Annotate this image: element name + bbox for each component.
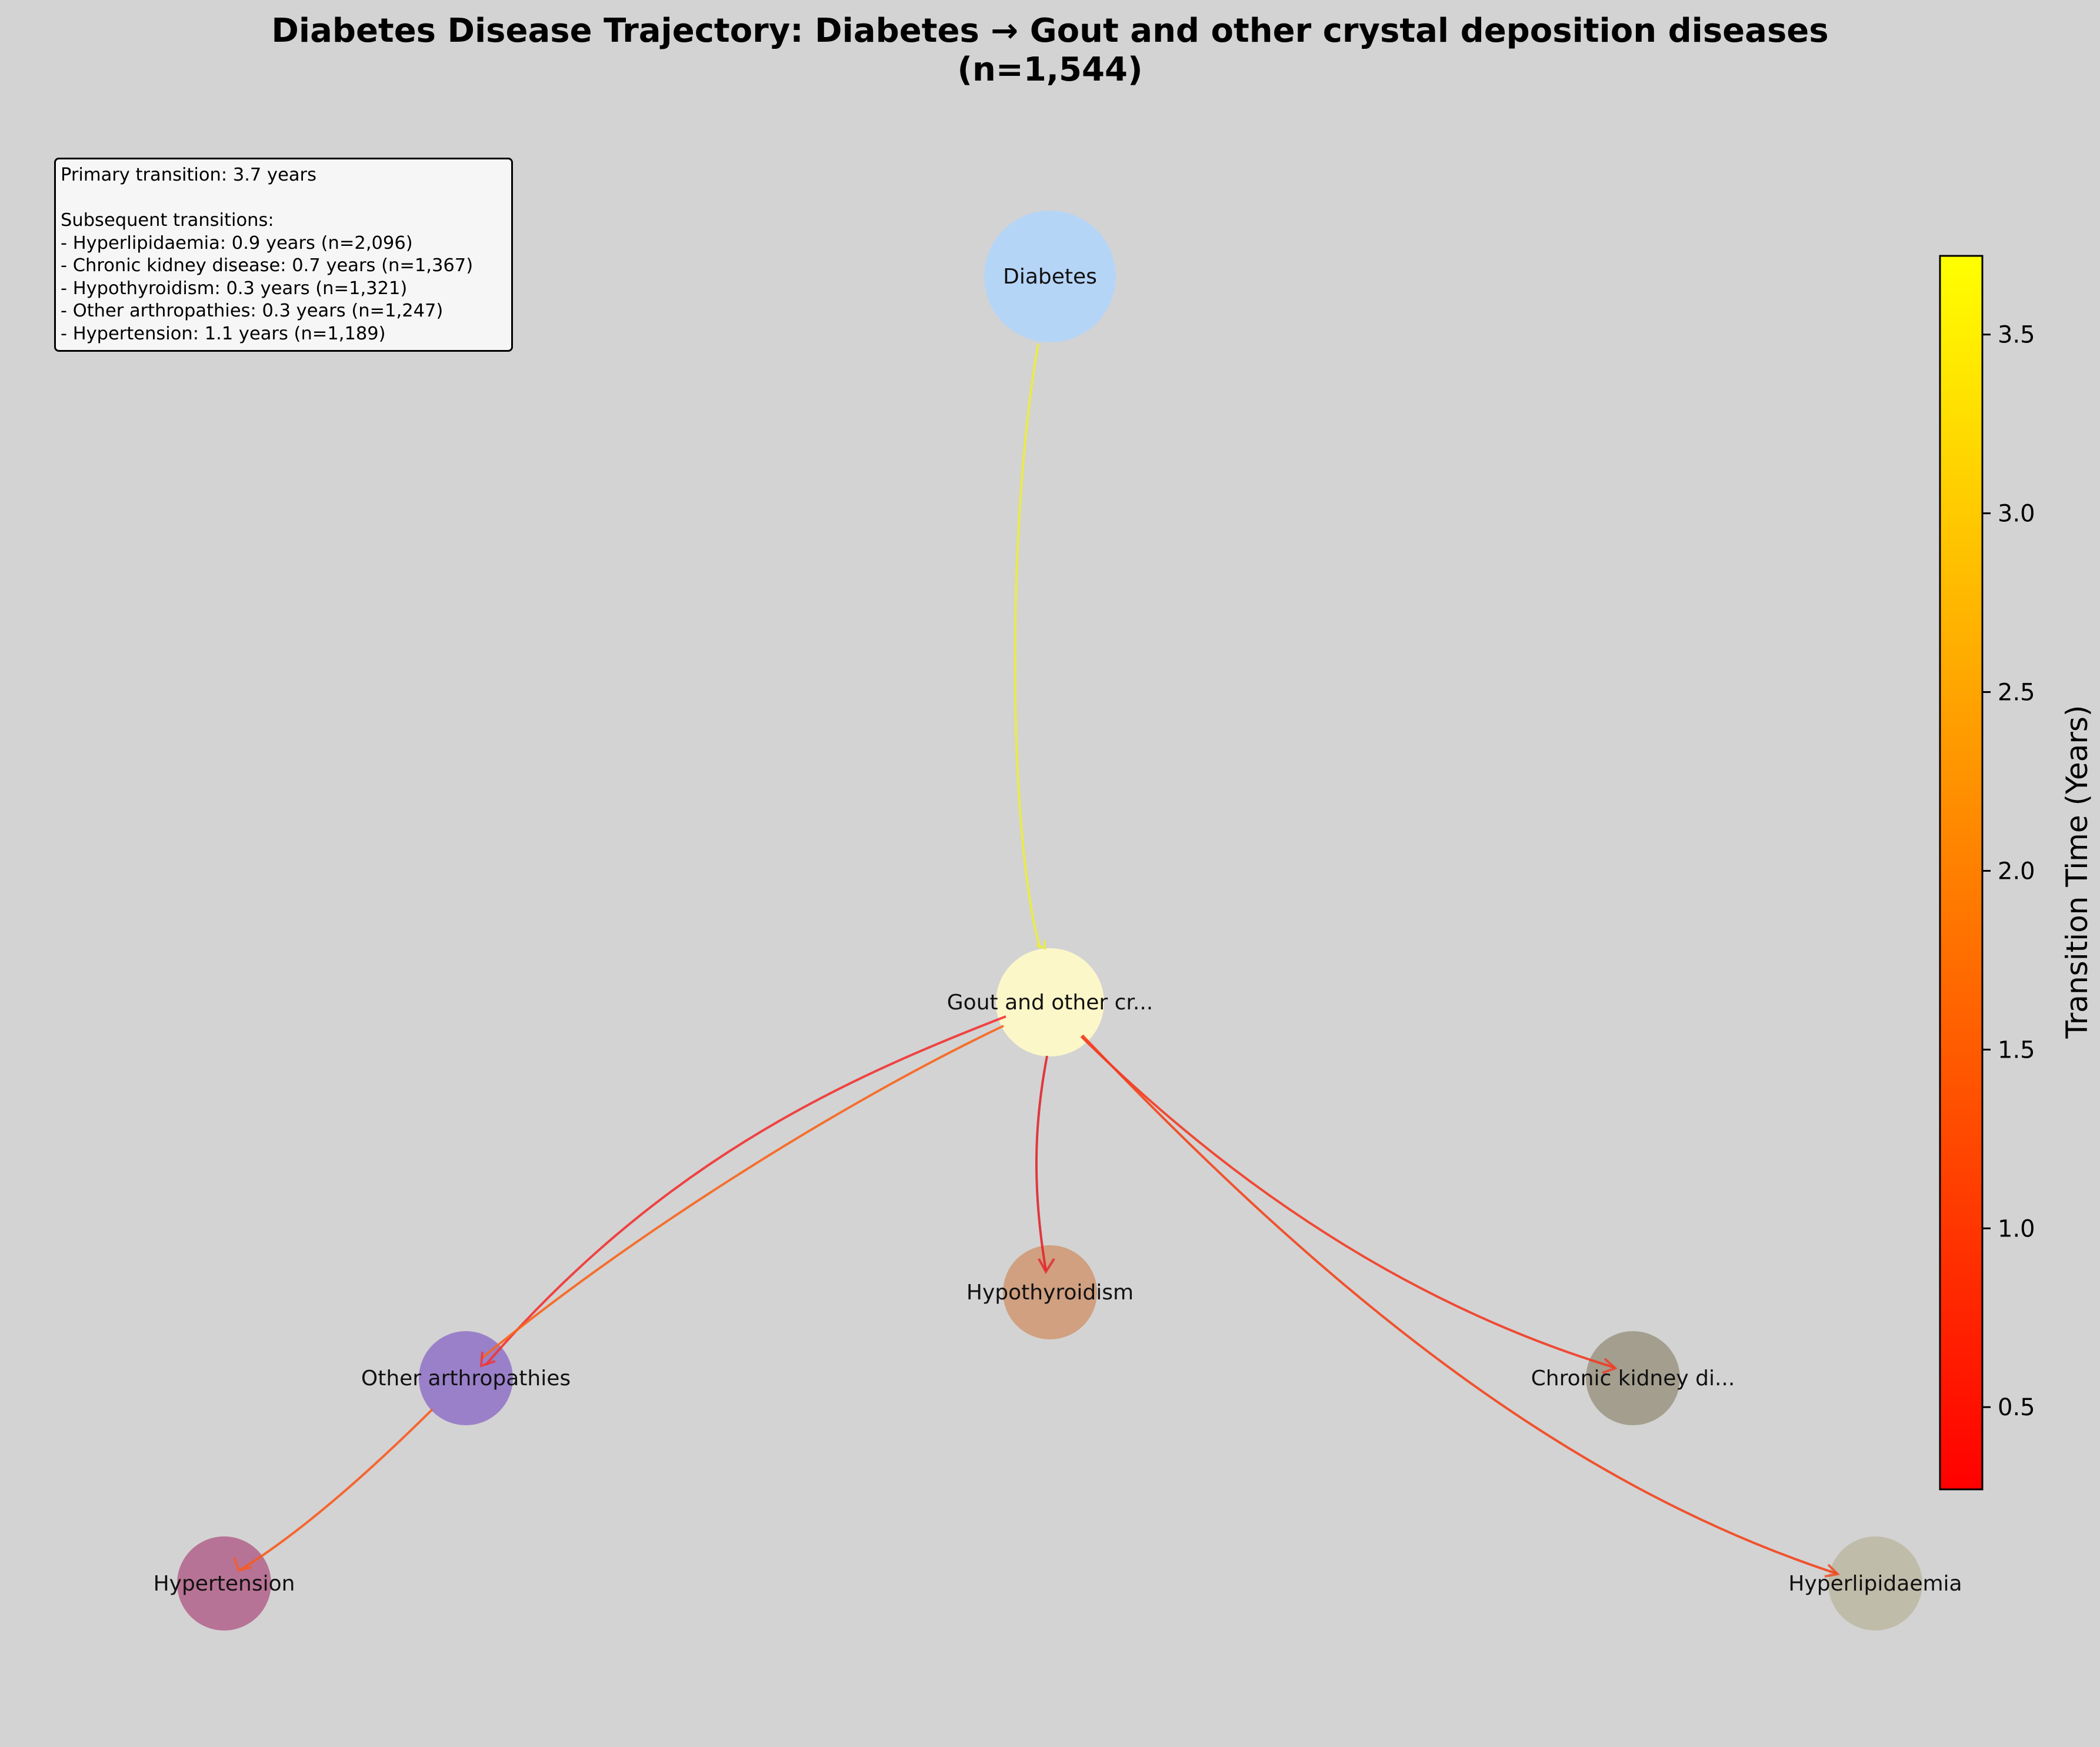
edge-diabetes-to-gout bbox=[1014, 344, 1041, 949]
node-hypothyroidism bbox=[1003, 1245, 1097, 1339]
subsequent-item: - Other arthropathies: 0.3 years (n=1,24… bbox=[61, 301, 444, 321]
node-label-hypertension: Hypertension bbox=[154, 1572, 295, 1596]
edge-arrowhead bbox=[233, 1557, 252, 1572]
node-diabetes bbox=[984, 211, 1116, 342]
chart-title: Diabetes Disease Trajectory: Diabetes → … bbox=[0, 12, 2100, 89]
subsequent-item: - Hyperlipidaemia: 0.9 years (n=2,096) bbox=[61, 232, 413, 254]
node-label-diabetes: Diabetes bbox=[1003, 265, 1097, 289]
colorbar-tick-label: 0.5 bbox=[1998, 1394, 2035, 1421]
edge-arrowhead bbox=[1038, 1258, 1055, 1274]
node-label-hypothyroidism: Hypothyroidism bbox=[966, 1281, 1134, 1305]
edges-layer bbox=[233, 344, 1841, 1578]
subsequent-item: - Hypertension: 1.1 years (n=1,189) bbox=[61, 323, 386, 344]
edge-gout-to-arthropathies bbox=[480, 1025, 1004, 1360]
edge-arthropathies-to-hypertension bbox=[240, 1408, 434, 1571]
node-arthropathies bbox=[419, 1331, 513, 1425]
colorbar-tick-label: 1.0 bbox=[1998, 1215, 2035, 1242]
edge-arrowhead bbox=[1036, 940, 1046, 951]
colorbar-tick-label: 3.0 bbox=[1998, 501, 2035, 528]
colorbar-gradient bbox=[1939, 255, 1984, 1491]
subsequent-item: - Chronic kidney disease: 0.7 years (n=1… bbox=[61, 255, 474, 276]
colorbar-tick-label: 1.5 bbox=[1998, 1036, 2035, 1063]
edge-arrowhead bbox=[479, 1351, 496, 1368]
title-line-1: Diabetes Disease Trajectory: Diabetes → … bbox=[271, 12, 1829, 50]
info-box: Primary transition: 3.7 years Subsequent… bbox=[54, 158, 513, 352]
title-line-2: (n=1,544) bbox=[957, 51, 1143, 89]
colorbar-tick-label: 2.0 bbox=[1998, 858, 2035, 885]
subsequent-item: - Hypothyroidism: 0.3 years (n=1,321) bbox=[61, 278, 408, 299]
primary-transition: Primary transition: 3.7 years bbox=[61, 165, 316, 185]
subsequent-list: - Hyperlipidaemia: 0.9 years (n=2,096)- … bbox=[61, 232, 508, 346]
edge-gout-to-hypothyroidism bbox=[1035, 1055, 1048, 1271]
subsequent-header: Subsequent transitions: bbox=[61, 210, 274, 231]
edge-gout-to-hyperlipidaemia bbox=[1081, 1034, 1837, 1575]
node-label-gout: Gout and other cr... bbox=[947, 991, 1153, 1015]
colorbar: 0.5 1.0 1.5 2.0 2.5 3.0 3.5 Transition Time (Y… bbox=[1939, 255, 2094, 1491]
nodes-layer bbox=[177, 211, 1922, 1631]
node-label-arthropathies: Other arthropathies bbox=[361, 1366, 571, 1391]
node-label-hyperlipidaemia: Hyperlipidaemia bbox=[1788, 1572, 1962, 1596]
edge-gout-to-arthropathies bbox=[485, 1015, 1006, 1366]
node-label-ckd: Chronic kidney di... bbox=[1531, 1366, 1735, 1391]
edge-arrowhead bbox=[1824, 1563, 1841, 1578]
colorbar-label: Transition Time (Years) bbox=[2060, 705, 2094, 1039]
node-ckd bbox=[1586, 1331, 1680, 1425]
node-hypertension bbox=[177, 1536, 271, 1631]
colorbar-ticks: 0.5 1.0 1.5 2.0 2.5 3.0 3.5 bbox=[1982, 322, 2035, 1421]
node-gout bbox=[996, 948, 1104, 1056]
colorbar-tick-label: 2.5 bbox=[1998, 679, 2035, 706]
node-hyperlipidaemia bbox=[1828, 1536, 1922, 1631]
edge-arrowhead bbox=[1602, 1358, 1618, 1374]
colorbar-tick-label: 3.5 bbox=[1998, 322, 2035, 349]
edge-gout-to-ckd bbox=[1080, 1035, 1615, 1369]
